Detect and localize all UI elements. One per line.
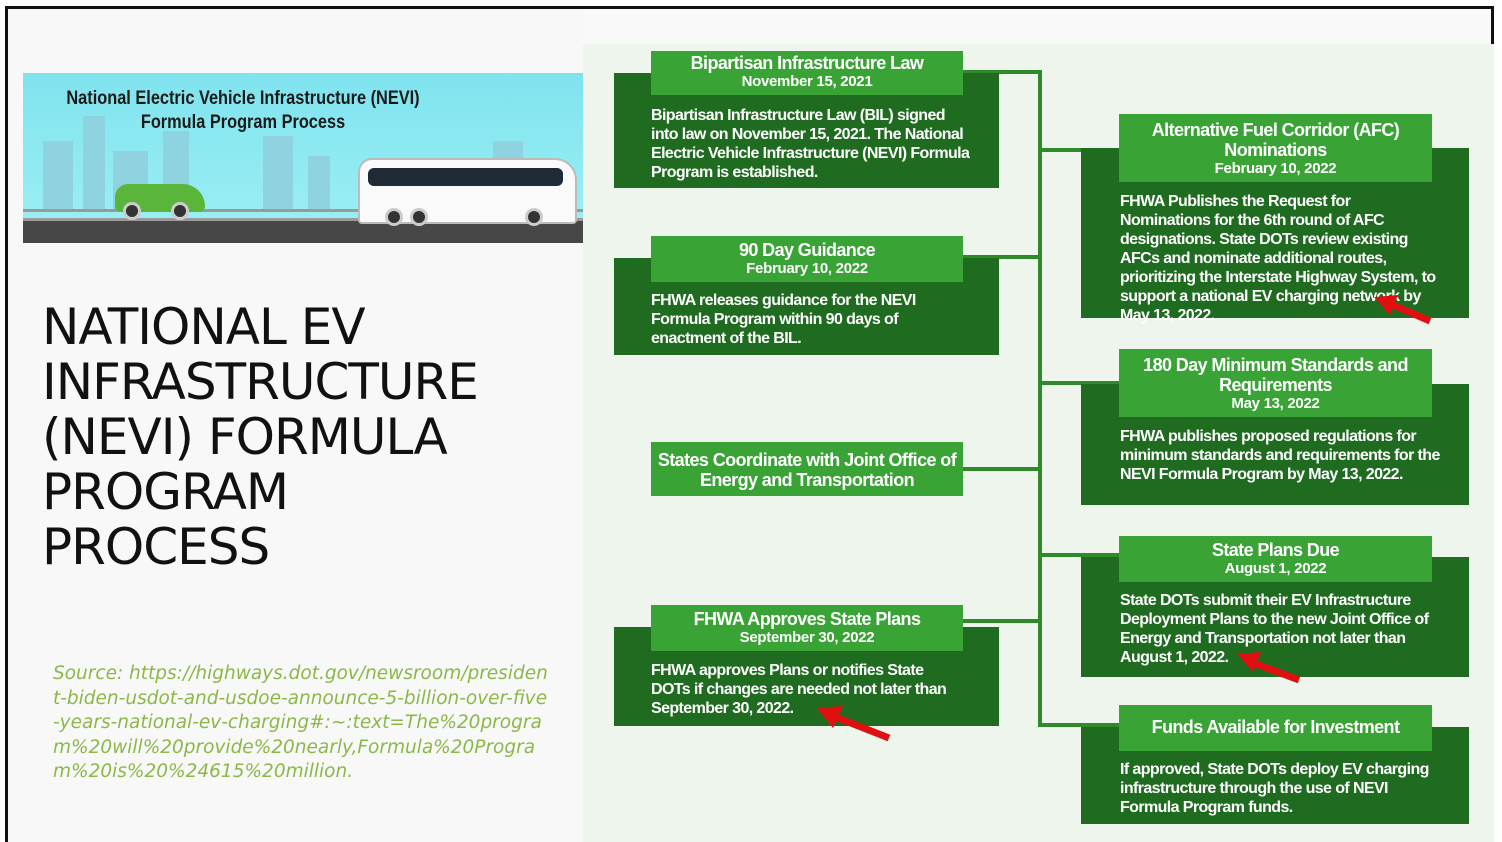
step-title: 180 Day Minimum Standards and Requiremen… — [1143, 355, 1408, 395]
banner-title-line-1: National Electric Vehicle Infrastructure… — [66, 88, 420, 109]
connector-line — [1038, 723, 1120, 727]
connector-line — [963, 467, 1042, 471]
banner-title-line-2: Formula Program Process — [140, 112, 346, 133]
slide-title-line: INFRASTRUCTURE — [42, 353, 479, 411]
step-body: FHWA Publishes the Request for Nominatio… — [1120, 193, 1436, 324]
step-header: Bipartisan Infrastructure Law November 1… — [651, 51, 963, 95]
step-afc: Alternative Fuel Corridor (AFC) Nominati… — [1081, 114, 1469, 324]
step-body: Bipartisan Infrastructure Law (BIL) sign… — [651, 107, 970, 181]
step-body: FHWA approves Plans or notifies State DO… — [651, 662, 947, 717]
slide-title-line: (NEVI) FORMULA — [42, 408, 448, 466]
red-arrow-icon — [817, 706, 891, 742]
slide-title-line: NATIONAL EV — [42, 298, 366, 356]
step-date: February 10, 2022 — [1214, 160, 1337, 177]
red-arrow-icon — [1374, 295, 1432, 325]
banner-image: National Electric Vehicle Infrastructure… — [23, 73, 583, 243]
step-header: State Plans Due August 1, 2022 — [1119, 536, 1432, 582]
city-building — [83, 116, 105, 211]
city-building — [43, 141, 73, 211]
red-arrow-icon — [1237, 652, 1301, 684]
step-funds: Funds Available for Investment If approv… — [1081, 705, 1469, 824]
guard-rail — [23, 209, 583, 221]
step-bil: Bipartisan Infrastructure Law November 1… — [614, 51, 999, 188]
city-building — [263, 136, 293, 211]
step-coordinate: States Coordinate with Joint Office of E… — [651, 442, 963, 496]
step-title: 90 Day Guidance — [738, 240, 876, 260]
step-header: Alternative Fuel Corridor (AFC) Nominati… — [1119, 114, 1432, 182]
step-date: November 15, 2021 — [741, 73, 873, 90]
step-approves: FHWA Approves State Plans September 30, … — [614, 605, 999, 726]
step-date: May 13, 2022 — [1231, 395, 1320, 412]
step-body: FHWA publishes proposed regulations for … — [1120, 428, 1440, 483]
bus-icon — [358, 158, 577, 226]
source-citation[interactable]: Source: https://highways.dot.gov/newsroo… — [53, 663, 548, 782]
step-date: August 1, 2022 — [1224, 560, 1327, 577]
step-date: February 10, 2022 — [746, 260, 868, 277]
step-header: 90 Day Guidance February 10, 2022 — [651, 236, 963, 282]
step-header: FHWA Approves State Plans September 30, … — [651, 605, 963, 651]
step-guidance: 90 Day Guidance February 10, 2022 FHWA r… — [614, 236, 999, 355]
connector-line — [1038, 148, 1120, 152]
connector-line — [1038, 553, 1120, 557]
banner-title: National Electric Vehicle Infrastructure… — [54, 87, 432, 135]
green-car-icon — [115, 184, 205, 220]
city-building — [308, 156, 330, 211]
step-title: FHWA Approves State Plans — [693, 609, 921, 629]
connector-line — [1038, 381, 1120, 385]
step-body: If approved, State DOTs deploy EV chargi… — [1120, 761, 1429, 816]
slide-title-line: PROCESS — [42, 518, 270, 576]
step-body: State DOTs submit their EV Infrastructur… — [1120, 592, 1429, 666]
step-header: Funds Available for Investment — [1119, 705, 1432, 751]
connector-line — [963, 255, 1042, 259]
step-title: Alternative Fuel Corridor (AFC) Nominati… — [1151, 120, 1400, 160]
step-header: 180 Day Minimum Standards and Requiremen… — [1119, 349, 1432, 417]
connector-trunk — [1038, 70, 1042, 727]
connector-line — [963, 619, 1042, 623]
step-body: FHWA releases guidance for the NEVI Form… — [651, 292, 916, 347]
step-plans-due: State Plans Due August 1, 2022 State DOT… — [1081, 536, 1469, 677]
step-title: Funds Available for Investment — [1151, 717, 1400, 737]
step-title: States Coordinate with Joint Office of E… — [657, 450, 957, 490]
step-title: Bipartisan Infrastructure Law — [690, 53, 924, 73]
slide-title-line: PROGRAM — [42, 463, 289, 521]
connector-line — [963, 70, 1042, 74]
road — [23, 221, 583, 243]
step-standards: 180 Day Minimum Standards and Requiremen… — [1081, 349, 1469, 505]
step-title: State Plans Due — [1211, 540, 1340, 560]
step-date: September 30, 2022 — [739, 629, 875, 646]
slide-title: NATIONAL EV INFRASTRUCTURE (NEVI) FORMUL… — [42, 300, 562, 575]
